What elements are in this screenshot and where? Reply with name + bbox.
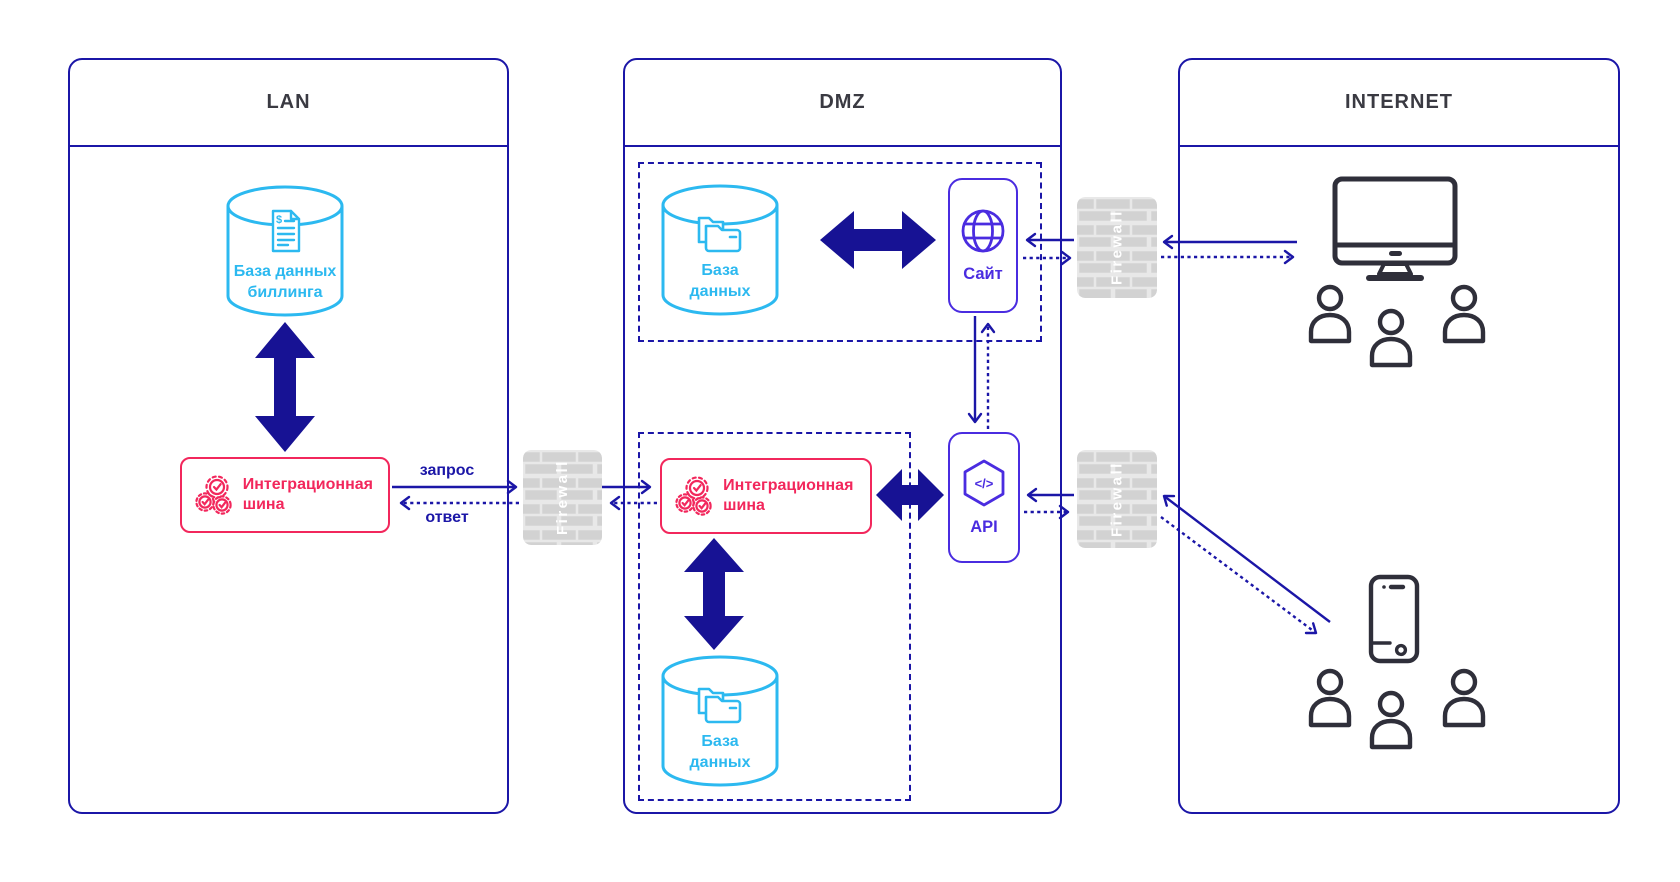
firewall-api-internet: Firewall bbox=[1077, 450, 1157, 548]
code-glyph: </> bbox=[975, 476, 994, 491]
firewall-label: Firewall bbox=[554, 459, 571, 536]
desktop-users-group bbox=[1300, 282, 1500, 368]
dmz-database-bottom-label: База данных bbox=[689, 733, 751, 771]
billing-database-label: База данных биллинга bbox=[233, 263, 337, 301]
firewall-lan-dmz: Firewall bbox=[523, 450, 602, 545]
folder-icon bbox=[697, 687, 742, 724]
response-label: ответ bbox=[425, 509, 469, 526]
zone-dmz-title: DMZ bbox=[819, 91, 866, 113]
zone-internet: INTERNET bbox=[1178, 58, 1620, 814]
invoice-document-icon: $ bbox=[271, 209, 301, 253]
database-cylinder-shape bbox=[661, 655, 779, 787]
firewall-brick-pattern bbox=[1077, 197, 1157, 298]
api-box: </> API bbox=[948, 432, 1020, 563]
lan-integration-bus: Интеграционная шина bbox=[180, 457, 390, 533]
request-label: запрос bbox=[419, 462, 475, 479]
firewall-brick-pattern bbox=[1077, 450, 1157, 548]
firewall-site-internet: Firewall bbox=[1077, 197, 1157, 298]
dmz-bus-section bbox=[638, 432, 911, 801]
billing-database: $ База данных биллинга bbox=[225, 183, 345, 319]
zone-internet-header: INTERNET bbox=[1180, 60, 1618, 147]
site-label: Сайт bbox=[963, 264, 1003, 283]
user-icon bbox=[1369, 308, 1413, 368]
dmz-integration-bus: Интеграционная шина bbox=[660, 458, 872, 534]
user-icon bbox=[1442, 668, 1486, 728]
dmz-integration-bus-label: Интеграционная шина bbox=[723, 477, 854, 514]
user-icon bbox=[1369, 690, 1413, 750]
zone-lan: LAN bbox=[68, 58, 509, 814]
database-cylinder-shape bbox=[226, 185, 344, 317]
firewall-brick-pattern bbox=[523, 450, 602, 545]
firewall-label: Firewall bbox=[1108, 461, 1126, 537]
smartphone-icon bbox=[1368, 574, 1420, 664]
user-icon bbox=[1308, 284, 1352, 344]
dmz-web-section bbox=[638, 162, 1042, 342]
lan-integration-bus-label: Интеграционная шина bbox=[242, 476, 373, 513]
dollar-glyph: $ bbox=[276, 214, 282, 226]
dmz-database-top-label: База данных bbox=[689, 262, 751, 300]
zone-lan-header: LAN bbox=[70, 60, 507, 147]
zone-internet-title: INTERNET bbox=[1345, 91, 1453, 113]
gears-icon bbox=[675, 476, 712, 516]
gears-icon bbox=[195, 475, 232, 515]
database-cylinder-shape bbox=[661, 184, 779, 316]
dmz-database-bottom: База данных bbox=[660, 653, 780, 789]
code-gear-icon: </> bbox=[963, 459, 1005, 506]
zone-lan-title: LAN bbox=[266, 91, 311, 113]
user-icon bbox=[1308, 668, 1352, 728]
zone-dmz-header: DMZ bbox=[625, 60, 1060, 147]
globe-icon bbox=[961, 209, 1005, 252]
site-box: Сайт bbox=[948, 178, 1018, 313]
firewall-label: Firewall bbox=[1108, 209, 1126, 286]
desktop-computer-icon bbox=[1332, 176, 1458, 281]
dmz-database-top: База данных bbox=[660, 182, 780, 318]
user-icon bbox=[1442, 284, 1486, 344]
folder-icon bbox=[697, 216, 742, 253]
mobile-users-group bbox=[1300, 666, 1500, 750]
api-label: API bbox=[970, 517, 998, 536]
